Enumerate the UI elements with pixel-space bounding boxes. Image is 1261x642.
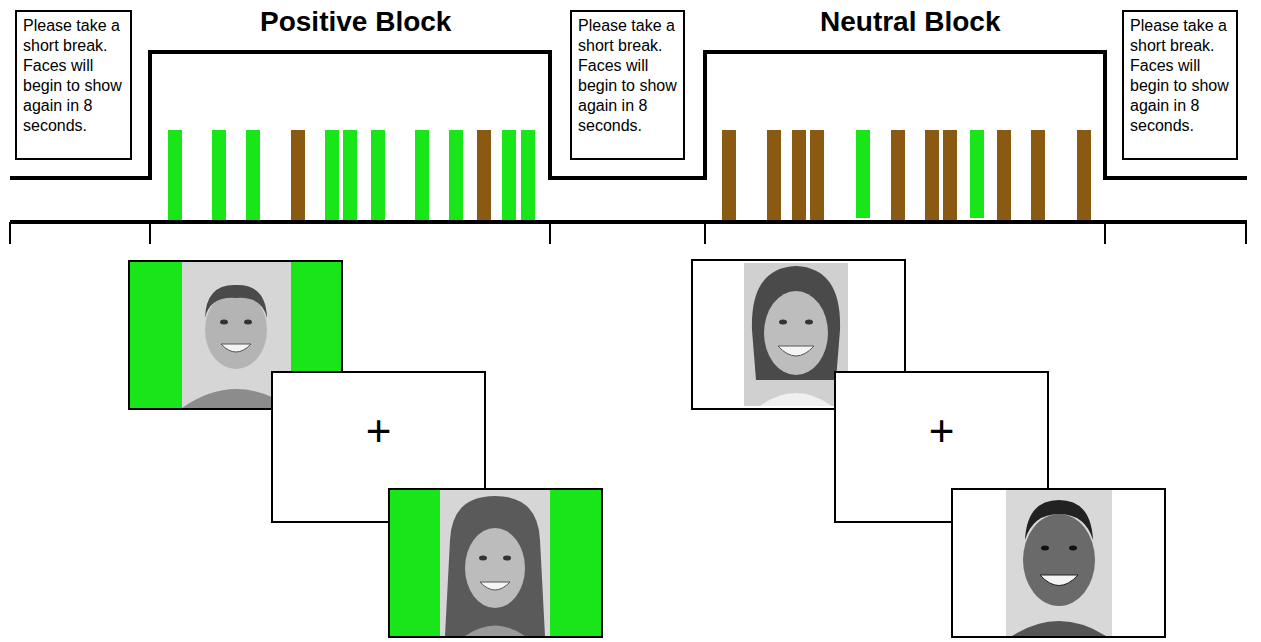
trial-bar xyxy=(325,130,339,220)
fixation-cross-frame: + xyxy=(272,372,485,490)
face-frame xyxy=(389,489,602,637)
fixation-cross-frame: + xyxy=(835,372,1048,490)
trial-bar xyxy=(997,130,1011,220)
trial-bar xyxy=(371,130,385,220)
trial-bar xyxy=(722,130,736,220)
trial-bar xyxy=(767,130,781,220)
fixation-cross: + xyxy=(929,409,955,453)
break-text: Please take a short break. Faces will be… xyxy=(23,16,124,136)
trial-bar xyxy=(891,130,905,220)
break-message-box: Please take a short break. Faces will be… xyxy=(15,10,132,160)
trial-bar xyxy=(415,130,429,220)
trial-bar xyxy=(343,130,357,220)
fixation-cross: + xyxy=(366,409,392,453)
trial-bar xyxy=(477,130,491,220)
face-frame xyxy=(952,489,1165,637)
trial-bar xyxy=(168,130,182,220)
trial-bar xyxy=(521,130,535,220)
trial-bar xyxy=(449,130,463,220)
trial-bar xyxy=(810,130,824,220)
block-title: Neutral Block xyxy=(820,6,1001,38)
trial-bar xyxy=(1077,130,1091,220)
block-title: Positive Block xyxy=(260,6,451,38)
trial-bar xyxy=(943,130,957,220)
break-message-box: Please take a short break. Faces will be… xyxy=(1122,10,1238,160)
trial-bar xyxy=(246,130,260,220)
break-text: Please take a short break. Faces will be… xyxy=(578,16,677,136)
trial-bar xyxy=(212,130,226,220)
axis-ticks xyxy=(10,222,1246,244)
trial-bar xyxy=(502,130,516,220)
trial-bar xyxy=(291,130,305,220)
trial-bar xyxy=(856,130,870,218)
break-text: Please take a short break. Faces will be… xyxy=(1130,16,1230,136)
trial-bar xyxy=(1031,130,1045,220)
trial-bar xyxy=(970,130,984,218)
break-message-box: Please take a short break. Faces will be… xyxy=(570,10,685,160)
trial-bar xyxy=(925,130,939,220)
trial-bar xyxy=(792,130,806,220)
time-axis xyxy=(10,220,1247,224)
